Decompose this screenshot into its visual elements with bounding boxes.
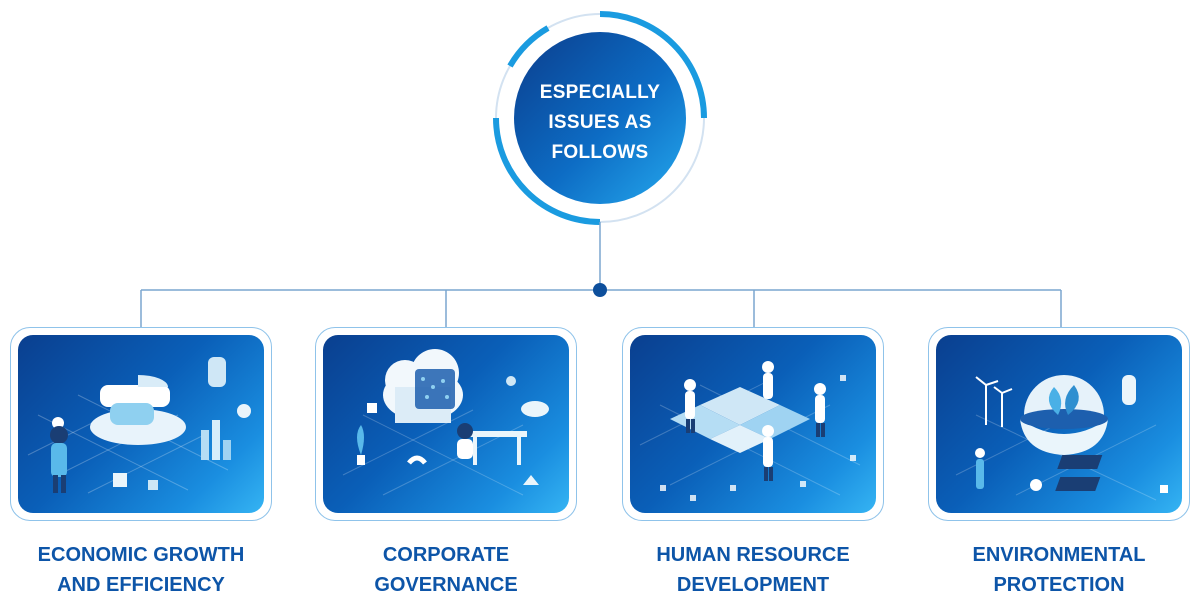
card-image-panel	[936, 335, 1182, 513]
connector-lines	[140, 222, 1062, 328]
hub-title-line-1: ESPECIALLY	[539, 82, 661, 103]
label-corporate-governance: CORPORATE GOVERNANCE	[296, 540, 596, 600]
card-economic-growth	[10, 327, 272, 521]
cloud-workstation-illustration	[342, 349, 549, 496]
card-human-resource-development	[622, 327, 884, 521]
label-economic-growth: ECONOMIC GROWTH AND EFFICIENCY	[0, 540, 291, 600]
label-line-2: AND EFFICIENCY	[57, 574, 225, 596]
card-image-panel	[630, 335, 876, 513]
analytics-chart-illustration	[27, 357, 251, 494]
label-line-1: HUMAN RESOURCE	[656, 544, 850, 566]
hub-title-line-2: ISSUES AS	[548, 112, 652, 133]
green-energy-illustration	[955, 375, 1168, 501]
label-human-resource-development: HUMAN RESOURCE DEVELOPMENT	[603, 540, 903, 600]
junction-dot	[593, 283, 607, 297]
card-image-panel	[323, 335, 569, 513]
card-corporate-governance	[315, 327, 577, 521]
label-line-1: CORPORATE	[382, 544, 510, 566]
label-line-1: ECONOMIC GROWTH	[37, 544, 245, 566]
label-line-2: PROTECTION	[993, 574, 1125, 596]
label-line-2: GOVERNANCE	[374, 574, 518, 596]
label-environmental-protection: ENVIRONMENTAL PROTECTION	[909, 540, 1200, 600]
label-line-2: DEVELOPMENT	[676, 574, 830, 596]
label-line-1: ENVIRONMENTAL	[972, 544, 1146, 566]
team-puzzle-illustration	[639, 361, 861, 501]
hub-title: ESPECIALLY ISSUES AS FOLLOWS	[520, 78, 680, 168]
card-image-panel	[18, 335, 264, 513]
card-environmental-protection	[928, 327, 1190, 521]
hub-title-line-3: FOLLOWS	[551, 142, 649, 163]
